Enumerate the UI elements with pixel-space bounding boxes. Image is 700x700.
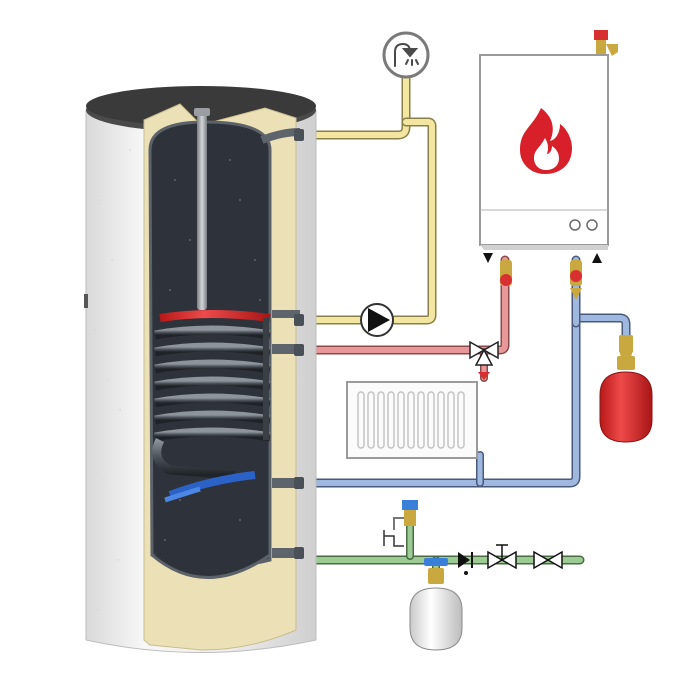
pump-icon	[368, 308, 390, 332]
circulation-pump	[360, 303, 394, 337]
boiler-safety-valve	[594, 30, 618, 56]
shutoff-valve	[487, 544, 517, 570]
shower-icon	[394, 42, 419, 67]
tank-interior-specks	[164, 159, 261, 541]
hot-water-pipe	[295, 67, 437, 325]
three-way-valve	[469, 340, 499, 380]
check-valve	[458, 552, 473, 575]
radiator-icon	[357, 391, 465, 449]
flame-icon	[520, 108, 572, 174]
radiator	[346, 381, 478, 459]
water-expansion-vessel	[409, 558, 463, 651]
storage-tank	[84, 86, 317, 653]
shell-texture	[94, 149, 131, 611]
heating-expansion-vessel	[599, 335, 653, 443]
shutoff-valve-2	[533, 550, 563, 570]
flow-out-arrow-icon	[483, 253, 493, 263]
boiler	[479, 30, 618, 300]
heat-exchanger-coil	[152, 310, 271, 503]
safety-valve	[383, 500, 418, 547]
shower-outlet	[382, 31, 430, 79]
flow-in-arrow-icon	[592, 253, 602, 263]
